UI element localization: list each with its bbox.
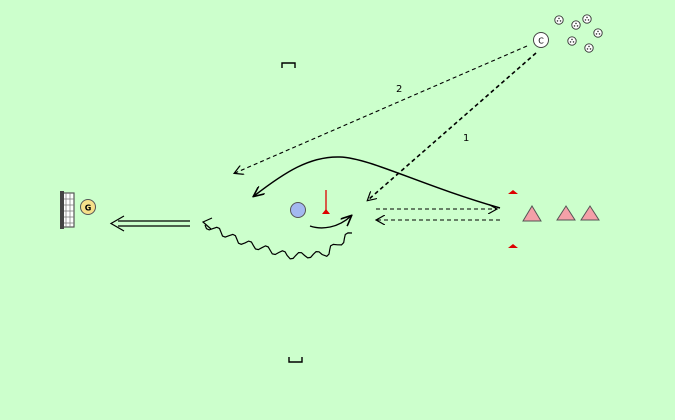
coach-label: C xyxy=(538,37,544,46)
field-marker-top xyxy=(281,62,296,68)
pole-marker xyxy=(322,190,330,214)
attacker-player xyxy=(290,202,306,218)
ball-2 xyxy=(571,20,581,30)
pass-1-line xyxy=(368,52,537,200)
goalkeeper-player: G xyxy=(80,199,96,215)
ball-3 xyxy=(582,14,592,24)
field-marker-bottom xyxy=(288,357,303,363)
goalkeeper-label: G xyxy=(85,204,92,213)
cone-1 xyxy=(522,205,542,222)
ball-4 xyxy=(593,28,603,38)
goal xyxy=(60,191,75,229)
pass-2-label: 2 xyxy=(396,84,402,95)
cone-3 xyxy=(580,205,600,221)
ball-group xyxy=(554,14,603,53)
pass-1-label: 1 xyxy=(463,133,469,144)
red-marker-top xyxy=(508,190,518,194)
cone-2 xyxy=(556,205,576,221)
coach: C xyxy=(533,32,549,48)
dribble-arrowhead xyxy=(201,217,213,230)
red-marker-bottom xyxy=(508,244,518,248)
ball-5 xyxy=(567,36,577,46)
turn-run xyxy=(309,216,351,229)
ball-1 xyxy=(554,15,564,25)
dribble-path xyxy=(204,224,353,260)
ball-6 xyxy=(584,43,594,53)
shot-arrow xyxy=(109,215,190,232)
overlap-run xyxy=(254,156,501,209)
